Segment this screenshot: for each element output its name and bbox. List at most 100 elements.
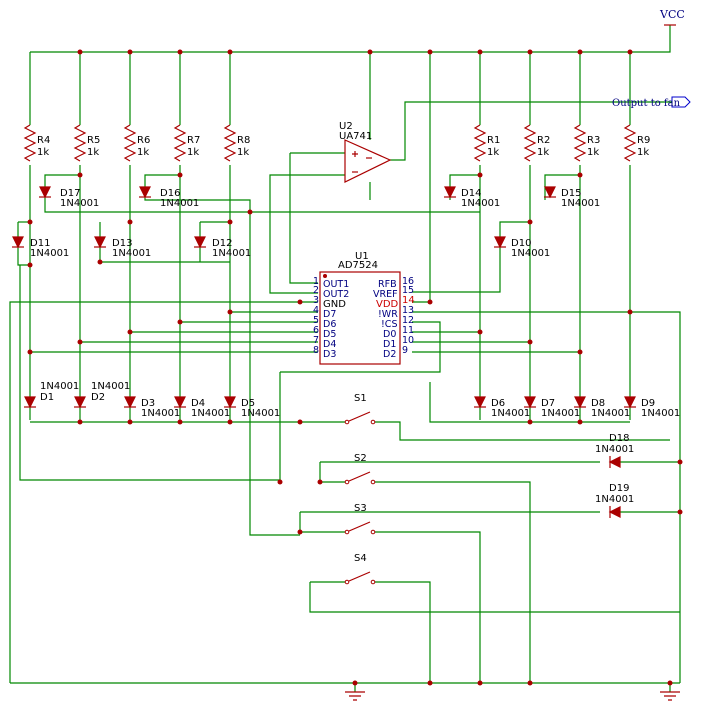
diode-d3: D3 1N4001 <box>124 396 180 419</box>
d4-ref: D4 <box>191 398 205 409</box>
d8-value: 1N4001 <box>591 408 630 419</box>
resistor-r4: R4 1k <box>23 124 50 162</box>
d1-ref: D1 <box>40 392 54 403</box>
diode-d5: D5 1N4001 <box>224 396 280 419</box>
d14-ref: D14 <box>461 188 481 199</box>
svg-text:VDD: VDD <box>376 299 399 310</box>
svg-text:D4: D4 <box>323 339 336 350</box>
svg-text:D0: D0 <box>383 329 396 340</box>
svg-text:3: 3 <box>313 295 319 306</box>
s2-ref: S2 <box>354 453 367 464</box>
svg-text:OUT2: OUT2 <box>323 289 349 300</box>
switch-s3: S3 <box>344 503 376 535</box>
r9-ref: R9 <box>637 135 650 146</box>
resistor-r8: R8 1k <box>223 124 250 162</box>
d10-value: 1N4001 <box>511 248 550 259</box>
svg-text:6: 6 <box>313 325 319 336</box>
diode-d13: D13 1N4001 <box>94 236 151 259</box>
r3-ref: R3 <box>587 135 600 146</box>
d2-ref: D2 <box>91 392 105 403</box>
svg-text:11: 11 <box>402 325 414 336</box>
vcc-symbol: VCC <box>659 8 685 26</box>
diode-d18: D18 1N4001 <box>595 433 634 468</box>
s4-ref: S4 <box>354 553 367 564</box>
svg-text:D7: D7 <box>323 309 336 320</box>
d9-value: 1N4001 <box>641 408 680 419</box>
opamp-ref: U2 <box>339 121 353 132</box>
d15-value: 1N4001 <box>561 198 600 209</box>
d4-value: 1N4001 <box>191 408 230 419</box>
diode-d7: D7 1N4001 <box>524 396 580 419</box>
r4-ref: R4 <box>37 135 50 146</box>
r8-ref: R8 <box>237 135 250 146</box>
diode-d19: D19 1N4001 <box>595 483 634 518</box>
r7-ref: R7 <box>187 135 200 146</box>
r2-value: 1k <box>537 147 549 158</box>
svg-text:D5: D5 <box>323 329 336 340</box>
svg-text:9: 9 <box>402 345 408 356</box>
opamp-value: UA741 <box>339 131 372 142</box>
r9-value: 1k <box>637 147 649 158</box>
junctions <box>27 49 683 686</box>
switches: S1 S2 S3 S4 <box>344 393 376 585</box>
d17-ref: D17 <box>60 188 80 199</box>
ic-ref: U1 <box>355 251 369 262</box>
resistor-r2: R2 1k <box>523 124 550 162</box>
svg-text:8: 8 <box>313 345 319 356</box>
svg-text:D6: D6 <box>323 319 336 330</box>
diode-d10: D10 1N4001 <box>494 236 550 259</box>
d5-ref: D5 <box>241 398 255 409</box>
d6-value: 1N4001 <box>491 408 530 419</box>
d6-ref: D6 <box>491 398 505 409</box>
s3-ref: S3 <box>354 503 367 514</box>
resistor-r7: R7 1k <box>173 124 200 162</box>
d11-ref: D11 <box>30 238 50 249</box>
opamp-u2: U2 UA741 <box>339 121 392 183</box>
diode-d1: 1N4001 D1 <box>24 381 79 409</box>
d13-value: 1N4001 <box>112 248 151 259</box>
resistors: R4 1k R5 1k R6 1k R7 1k R8 1k R1 1k R2 1… <box>23 124 650 162</box>
d7-value: 1N4001 <box>541 408 580 419</box>
switch-s1: S1 <box>344 393 376 425</box>
r5-ref: R5 <box>87 135 100 146</box>
d12-ref: D12 <box>212 238 232 249</box>
diode-d8: D8 1N4001 <box>574 396 630 419</box>
svg-text:13: 13 <box>402 305 414 316</box>
r6-value: 1k <box>137 147 149 158</box>
svg-text:RFB: RFB <box>378 279 397 290</box>
svg-text:!CS: !CS <box>381 319 397 330</box>
d5-value: 1N4001 <box>241 408 280 419</box>
d8-ref: D8 <box>591 398 605 409</box>
d13-ref: D13 <box>112 238 132 249</box>
d17-value: 1N4001 <box>60 198 99 209</box>
svg-text:10: 10 <box>402 335 414 346</box>
diode-d14: D14 1N4001 <box>444 186 500 209</box>
d16-value: 1N4001 <box>160 198 199 209</box>
d18-ref: D18 <box>609 433 629 444</box>
ground-symbol-right <box>660 691 680 701</box>
svg-text:7: 7 <box>313 335 319 346</box>
diode-d6: D6 1N4001 <box>474 396 530 419</box>
resistor-r9: R9 1k <box>623 124 650 162</box>
d9-ref: D9 <box>641 398 655 409</box>
d14-value: 1N4001 <box>461 198 500 209</box>
svg-text:1: 1 <box>313 276 319 287</box>
svg-text:16: 16 <box>402 276 414 287</box>
svg-text:5: 5 <box>313 315 319 326</box>
r3-value: 1k <box>587 147 599 158</box>
diodes: D17 1N4001 D16 1N4001 D11 1N4001 D13 1N4… <box>12 186 680 518</box>
svg-text:4: 4 <box>313 305 319 316</box>
diode-d9: D9 1N4001 <box>624 396 680 419</box>
svg-text:2: 2 <box>313 285 319 296</box>
d16-ref: D16 <box>160 188 180 199</box>
vcc-label: VCC <box>659 8 685 21</box>
ground-symbol-left <box>345 691 365 701</box>
diode-d2: 1N4001 D2 <box>74 381 130 409</box>
diode-d15: D15 1N4001 <box>544 186 600 209</box>
r1-value: 1k <box>487 147 499 158</box>
svg-text:15: 15 <box>402 285 414 296</box>
